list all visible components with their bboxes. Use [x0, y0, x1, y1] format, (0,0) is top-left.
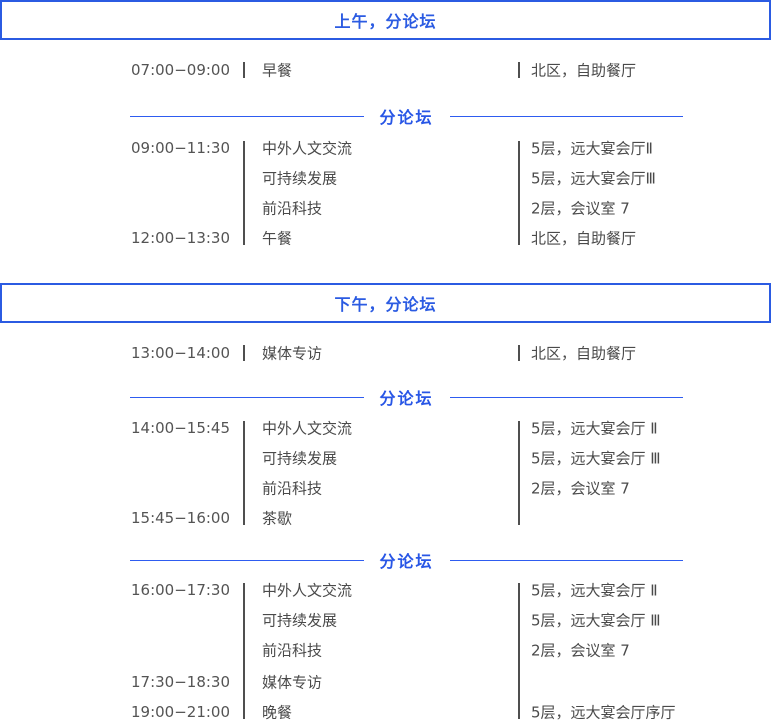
event-cell: 可持续发展 — [262, 611, 338, 630]
schedule-row: 可持续发展 5层，远大宴会厅 Ⅲ — [0, 443, 771, 473]
location-cell: 5层，远大宴会厅 Ⅱ — [531, 581, 658, 600]
location-cell: 5层，远大宴会厅Ⅱ — [531, 139, 653, 158]
event-cell: 可持续发展 — [262, 169, 338, 188]
banner-afternoon-label: 下午，分论坛 — [334, 295, 437, 314]
event-cell: 中外人文交流 — [262, 419, 353, 438]
location-cell: 2层，会议室 7 — [531, 641, 630, 660]
schedule-row: 前沿科技 2层，会议室 7 — [0, 635, 771, 665]
schedule-row: 前沿科技 2层，会议室 7 — [0, 193, 771, 223]
time-cell: 16:00−17:30 — [131, 581, 231, 599]
column-rule-left — [243, 141, 245, 245]
group-breakfast: 07:00−09:00 早餐 北区，自助餐厅 — [0, 55, 771, 85]
location-cell: 5层，远大宴会厅 Ⅲ — [531, 611, 661, 630]
schedule-row: 13:00−14:00 媒体专访 北区，自助餐厅 — [0, 338, 771, 368]
schedule-row: 16:00−17:30 中外人文交流 5层，远大宴会厅 Ⅱ — [0, 575, 771, 605]
location-cell: 2层，会议室 7 — [531, 479, 630, 498]
event-cell: 媒体专访 — [262, 344, 323, 363]
column-rule-left — [243, 421, 245, 525]
event-cell: 中外人文交流 — [262, 139, 353, 158]
column-rule-right — [518, 62, 520, 78]
divider-line-right — [449, 396, 684, 398]
schedule-row: 19:00−21:00 晚餐 5层，远大宴会厅序厅 — [0, 697, 771, 721]
banner-afternoon: 下午，分论坛 — [0, 283, 771, 323]
event-cell: 晚餐 — [262, 703, 293, 721]
column-rule-right — [518, 141, 520, 245]
column-rule-left — [243, 62, 245, 78]
event-cell: 茶歇 — [262, 509, 293, 528]
schedule-row: 14:00−15:45 中外人文交流 5层，远大宴会厅 Ⅱ — [0, 413, 771, 443]
location-cell: 5层，远大宴会厅 Ⅲ — [531, 449, 661, 468]
column-rule-left — [243, 345, 245, 361]
event-cell: 中外人文交流 — [262, 581, 353, 600]
location-cell: 北区，自助餐厅 — [531, 229, 637, 248]
subforum-divider: 分论坛 — [130, 106, 684, 127]
location-cell: 5层，远大宴会厅 Ⅱ — [531, 419, 658, 438]
group-media-interview: 13:00−14:00 媒体专访 北区，自助餐厅 — [0, 338, 771, 368]
location-cell: 2层，会议室 7 — [531, 199, 630, 218]
group-afternoon-subforum-1: 14:00−15:45 中外人文交流 5层，远大宴会厅 Ⅱ 可持续发展 5层，远… — [0, 413, 771, 533]
time-cell: 19:00−21:00 — [131, 703, 231, 721]
divider-line-left — [130, 396, 364, 398]
event-cell: 媒体专访 — [262, 673, 323, 692]
schedule-row: 07:00−09:00 早餐 北区，自助餐厅 — [0, 55, 771, 85]
time-cell: 13:00−14:00 — [131, 344, 231, 362]
location-cell: 5层，远大宴会厅Ⅲ — [531, 169, 656, 188]
time-cell: 15:45−16:00 — [131, 509, 231, 527]
event-cell: 前沿科技 — [262, 479, 323, 498]
divider-label: 分论坛 — [379, 552, 434, 571]
column-rule-right — [518, 345, 520, 361]
event-cell: 早餐 — [262, 61, 293, 80]
schedule-row: 09:00−11:30 中外人文交流 5层，远大宴会厅Ⅱ — [0, 133, 771, 163]
divider-label: 分论坛 — [379, 389, 434, 408]
column-rule-left — [243, 583, 245, 719]
divider-line-right — [449, 559, 684, 561]
schedule-row: 可持续发展 5层，远大宴会厅 Ⅲ — [0, 605, 771, 635]
event-cell: 前沿科技 — [262, 199, 323, 218]
divider-line-right — [449, 115, 684, 117]
column-rule-right — [518, 583, 520, 719]
group-afternoon-subforum-2: 16:00−17:30 中外人文交流 5层，远大宴会厅 Ⅱ 可持续发展 5层，远… — [0, 575, 771, 721]
schedule-row: 可持续发展 5层，远大宴会厅Ⅲ — [0, 163, 771, 193]
group-morning-subforum: 09:00−11:30 中外人文交流 5层，远大宴会厅Ⅱ 可持续发展 5层，远大… — [0, 133, 771, 253]
banner-morning: 上午，分论坛 — [0, 0, 771, 40]
schedule-row: 17:30−18:30 媒体专访 — [0, 667, 771, 697]
subforum-divider: 分论坛 — [130, 387, 684, 408]
column-rule-right — [518, 421, 520, 525]
divider-label: 分论坛 — [379, 108, 434, 127]
divider-line-left — [130, 559, 364, 561]
location-cell: 北区，自助餐厅 — [531, 61, 637, 80]
banner-morning-label: 上午，分论坛 — [334, 12, 437, 31]
time-cell: 12:00−13:30 — [131, 229, 231, 247]
time-cell: 14:00−15:45 — [131, 419, 231, 437]
time-cell: 09:00−11:30 — [131, 139, 231, 157]
location-cell: 5层，远大宴会厅序厅 — [531, 703, 676, 721]
schedule-row: 12:00−13:30 午餐 北区，自助餐厅 — [0, 223, 771, 253]
location-cell: 北区，自助餐厅 — [531, 344, 637, 363]
time-cell: 07:00−09:00 — [131, 61, 231, 79]
subforum-divider: 分论坛 — [130, 550, 684, 571]
time-cell: 17:30−18:30 — [131, 673, 231, 691]
event-cell: 前沿科技 — [262, 641, 323, 660]
schedule-row: 15:45−16:00 茶歇 — [0, 503, 771, 533]
divider-line-left — [130, 115, 364, 117]
event-cell: 可持续发展 — [262, 449, 338, 468]
schedule-row: 前沿科技 2层，会议室 7 — [0, 473, 771, 503]
event-cell: 午餐 — [262, 229, 293, 248]
